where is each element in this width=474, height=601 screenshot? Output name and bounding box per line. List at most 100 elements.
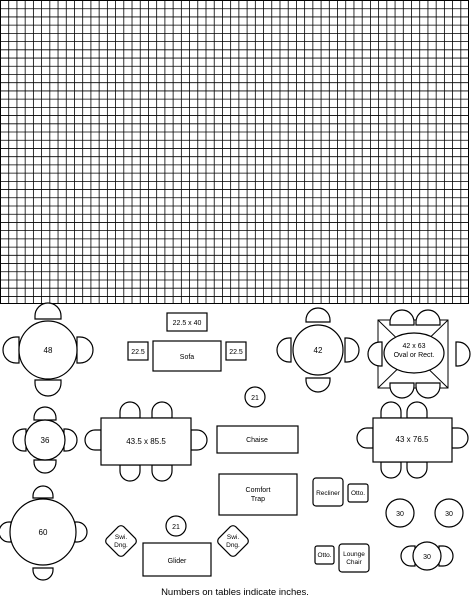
- ottoman-label: Otto.: [351, 490, 365, 497]
- lounge-label-line1: Lounge: [343, 551, 365, 558]
- small-round-table-21-top[interactable]: 21: [244, 386, 266, 408]
- end-table-left[interactable]: 22.5: [127, 341, 149, 361]
- chair: [406, 401, 428, 419]
- glider[interactable]: Glider: [142, 542, 212, 577]
- chair: [451, 427, 469, 449]
- table-top: [100, 417, 192, 466]
- chair: [34, 302, 62, 320]
- table-top: [383, 332, 445, 374]
- round-table-30-with-chairs[interactable]: 30: [400, 541, 454, 571]
- table-size-label: 30: [445, 511, 453, 518]
- comfort-trap-label-line1: Comfort: [246, 487, 271, 494]
- sofa[interactable]: Sofa: [152, 340, 222, 372]
- end-table-label: 22.5: [229, 349, 243, 356]
- round-table-30-right[interactable]: 30: [434, 498, 464, 528]
- table-size-label: 43.5 x 85.5: [126, 437, 166, 446]
- chair: [438, 545, 454, 567]
- sofa-table[interactable]: 22.5 x 40: [166, 312, 208, 332]
- ottoman-top[interactable]: Otto.: [347, 483, 369, 503]
- table-size-label: 48: [44, 346, 53, 355]
- chair: [380, 401, 402, 419]
- table-top: [18, 320, 78, 380]
- table-size-label: 30: [396, 511, 404, 518]
- lounge-chair[interactable]: Lounge Chair: [338, 543, 370, 573]
- chair: [276, 337, 292, 363]
- grid-frame: [0, 0, 469, 304]
- sofa-label: Sofa: [180, 354, 195, 361]
- chair: [119, 401, 141, 419]
- round-table-42[interactable]: 42: [276, 307, 360, 393]
- chair: [455, 341, 471, 367]
- recliner-label: Recliner: [316, 490, 341, 497]
- chair: [74, 521, 88, 543]
- chair: [415, 382, 441, 399]
- table-top: [292, 324, 344, 376]
- chair: [406, 461, 428, 479]
- chair: [151, 464, 173, 482]
- chair: [32, 567, 54, 581]
- chaise[interactable]: Chaise: [216, 425, 299, 454]
- end-table-label: 22.5: [131, 349, 145, 356]
- chair: [34, 379, 62, 397]
- ottoman-label: Otto.: [317, 552, 331, 559]
- round-table-36[interactable]: 36: [12, 406, 78, 474]
- chair: [2, 336, 20, 364]
- chaise-label: Chaise: [246, 437, 268, 444]
- round-table-60[interactable]: 60: [0, 485, 88, 581]
- swivel-label-line1: Swi.: [227, 534, 239, 541]
- chair: [190, 429, 208, 451]
- table-size-label: 60: [39, 528, 48, 537]
- swivel-dining-chair-right[interactable]: Swi. Dng.: [216, 524, 250, 558]
- table-size-label: 21: [172, 524, 180, 531]
- chair: [344, 337, 360, 363]
- rect-table-43-5x85-5[interactable]: 43.5 x 85.5: [84, 401, 208, 482]
- table-top: [9, 498, 77, 566]
- chair: [389, 382, 415, 399]
- table-top: [372, 417, 453, 463]
- table-shape-label: Oval or Rect.: [394, 352, 435, 359]
- chair: [12, 428, 27, 452]
- chair: [305, 307, 331, 323]
- lounge-label-line2: Chair: [346, 559, 362, 566]
- chair: [415, 309, 441, 326]
- table-top: [412, 541, 442, 571]
- sofa-table-label: 22.5 x 40: [173, 320, 202, 327]
- round-table-48[interactable]: 48: [2, 302, 94, 397]
- swivel-dining-chair-left[interactable]: Swi. Dng.: [104, 524, 138, 558]
- chair: [389, 309, 415, 326]
- rect-table-43x76-5[interactable]: 43 x 76.5: [356, 401, 469, 479]
- recliner[interactable]: Recliner: [312, 477, 344, 507]
- round-table-30-left[interactable]: 30: [385, 498, 415, 528]
- table-size-label: 36: [41, 436, 50, 445]
- chair: [119, 464, 141, 482]
- chair: [32, 485, 54, 499]
- comfort-trap[interactable]: Comfort Trap: [218, 473, 298, 516]
- chair: [305, 377, 331, 393]
- table-size-label: 21: [251, 395, 259, 402]
- chair: [84, 429, 102, 451]
- oval-table-42x63[interactable]: 42 x 63 Oval or Rect.: [367, 309, 471, 399]
- chair: [63, 428, 78, 452]
- chair: [367, 341, 383, 367]
- ottoman-bottom[interactable]: Otto.: [314, 545, 335, 565]
- small-round-table-21-bottom[interactable]: 21: [165, 515, 187, 537]
- planning-grid: [0, 0, 469, 304]
- table-size-label: 43 x 76.5: [396, 435, 429, 444]
- table-top: [24, 419, 66, 461]
- swivel-label-line2: Dng.: [226, 542, 240, 549]
- chair: [76, 336, 94, 364]
- chair: [0, 521, 12, 543]
- chair: [33, 406, 57, 421]
- glider-label: Glider: [168, 558, 187, 565]
- table-size-label: 42 x 63: [403, 343, 426, 350]
- chair: [33, 459, 57, 474]
- comfort-trap-label-line2: Trap: [251, 496, 265, 503]
- chair: [356, 427, 374, 449]
- table-size-label: 30: [423, 554, 431, 561]
- chair: [151, 401, 173, 419]
- swivel-label-line2: Dng.: [114, 542, 128, 549]
- end-table-right[interactable]: 22.5: [225, 341, 247, 361]
- table-size-label: 42: [314, 346, 323, 355]
- chair: [400, 545, 416, 567]
